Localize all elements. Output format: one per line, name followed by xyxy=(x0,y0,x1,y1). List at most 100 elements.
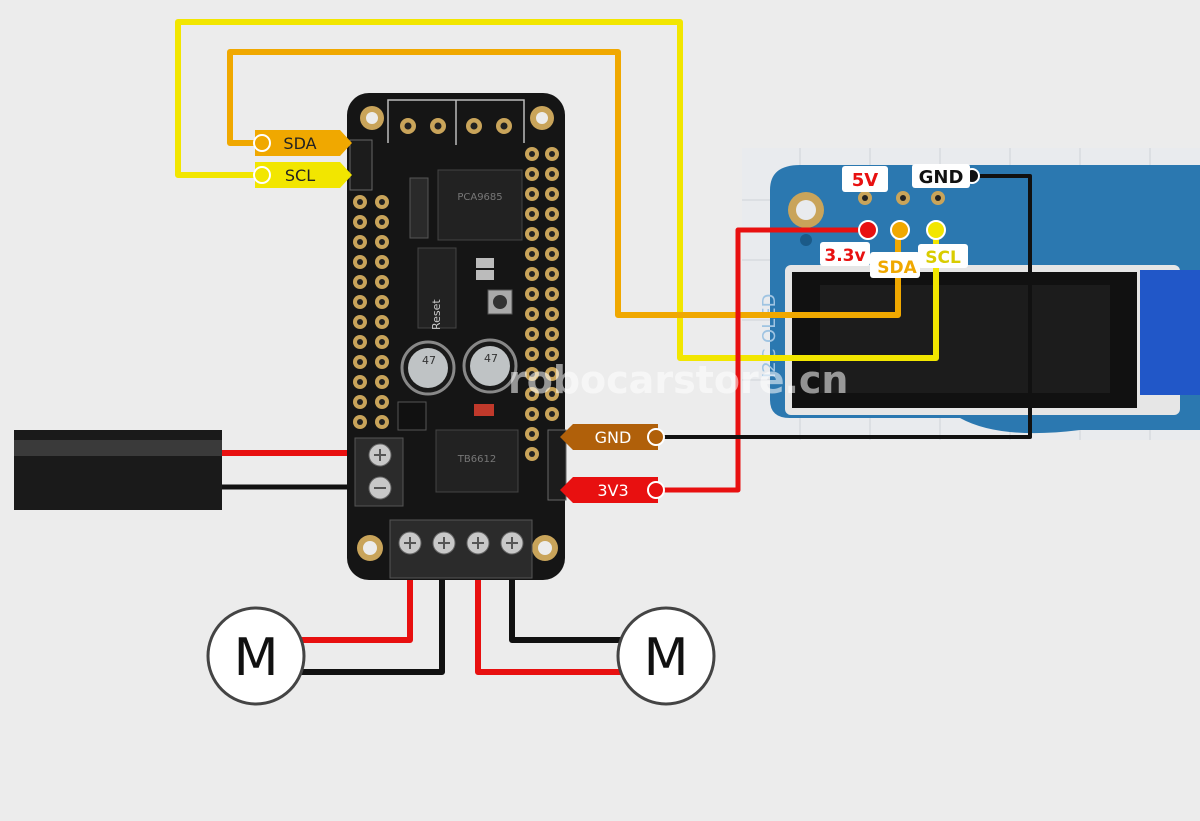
header-pin-hole xyxy=(357,219,363,225)
tag-gnd: GND xyxy=(595,428,632,447)
top-pads xyxy=(400,118,512,134)
oled-label-3v3: 3.3v xyxy=(824,246,865,266)
header-pin-hole xyxy=(549,351,555,357)
header-pin-hole xyxy=(379,299,385,305)
svg-text:47: 47 xyxy=(422,354,436,367)
oled-pin-pads xyxy=(858,191,945,205)
header-pin-hole xyxy=(379,339,385,345)
header-pin-hole xyxy=(529,371,535,377)
header-pin-hole xyxy=(529,271,535,277)
power-terminal-block xyxy=(354,437,404,507)
motor-2: M xyxy=(616,606,716,706)
header-pin-hole xyxy=(357,399,363,405)
header-pin-hole xyxy=(529,331,535,337)
header-pin-hole xyxy=(549,271,555,277)
header-pin-hole xyxy=(379,219,385,225)
tag-scl: SCL xyxy=(285,166,315,185)
capacitor-1: 47 xyxy=(400,340,456,396)
motor-terminal-block xyxy=(389,519,533,579)
power-header xyxy=(547,429,567,501)
oled-screen xyxy=(820,285,1110,393)
header-pin-hole xyxy=(529,351,535,357)
svg-text:47: 47 xyxy=(484,352,498,365)
oled-silk: I2C OLED xyxy=(759,294,780,378)
header-pin-hole xyxy=(357,359,363,365)
header-pin-hole xyxy=(529,411,535,417)
header-pin-hole xyxy=(379,259,385,265)
header-pin-hole xyxy=(357,379,363,385)
header-pin-hole xyxy=(529,231,535,237)
header-pin-hole xyxy=(357,419,363,425)
right-header-pins xyxy=(525,147,559,461)
wires xyxy=(175,19,1032,675)
v3-wire xyxy=(653,227,869,493)
header-pin-hole xyxy=(549,371,555,377)
header-pin-hole xyxy=(379,359,385,365)
header-pin-hole xyxy=(379,379,385,385)
board-pin-tags: SDA SCL GND 3V3 xyxy=(253,130,665,503)
tb6612-chip-label: TB6612 xyxy=(457,454,496,465)
header-pin-hole xyxy=(549,331,555,337)
oled-label-scl: SCL xyxy=(925,248,961,268)
regulator-chip xyxy=(417,247,457,329)
motor-1-label: M xyxy=(234,628,279,688)
motor2-black-wire xyxy=(509,575,625,643)
header-pin-hole xyxy=(357,259,363,265)
motor1-red-wire xyxy=(297,575,413,643)
header-pin-hole xyxy=(549,291,555,297)
motor1-black-wire xyxy=(297,575,445,675)
header-pin-hole xyxy=(549,411,555,417)
scl-wire xyxy=(175,19,939,361)
header-pin-hole xyxy=(357,279,363,285)
capacitor-2: 47 xyxy=(462,338,518,394)
header-pin-hole xyxy=(379,419,385,425)
oled-label-5v: 5V xyxy=(852,170,879,191)
motor-1: M xyxy=(206,606,306,706)
header-pin-hole xyxy=(357,339,363,345)
header-pin-hole xyxy=(357,299,363,305)
gnd-wire xyxy=(654,174,1032,439)
header-pin-hole xyxy=(549,151,555,157)
header-pin-hole xyxy=(379,199,385,205)
header-pin-hole xyxy=(529,171,535,177)
oled-label-gnd: GND xyxy=(919,167,964,188)
header-pin-hole xyxy=(529,311,535,317)
header-pin-hole xyxy=(549,231,555,237)
power-barrel-jack xyxy=(14,430,222,510)
header-pin-hole xyxy=(379,239,385,245)
reset-label: Reset xyxy=(430,299,443,330)
oled-ribbon xyxy=(1140,270,1200,395)
header-pin-hole xyxy=(549,391,555,397)
tag-3v3: 3V3 xyxy=(597,481,628,500)
header-pin-hole xyxy=(549,171,555,177)
oled-pin-labels: 5V GND 3.3v SDA SCL xyxy=(820,164,970,278)
sda-wire xyxy=(227,49,901,318)
motor-2-label: M xyxy=(644,628,689,688)
oled-label-sda: SDA xyxy=(877,258,917,278)
header-pin-hole xyxy=(529,211,535,217)
header-pin-hole xyxy=(357,319,363,325)
header-pin-hole xyxy=(529,151,535,157)
pca9685-chip xyxy=(437,169,523,241)
header-pin-hole xyxy=(549,211,555,217)
left-header-pins xyxy=(353,195,389,429)
header-pin-hole xyxy=(549,191,555,197)
header-pin-hole xyxy=(379,279,385,285)
tag-sda: SDA xyxy=(283,134,316,153)
header-pin-hole xyxy=(529,251,535,257)
motor2-red-wire xyxy=(475,575,625,675)
tb6612-chip xyxy=(435,429,519,493)
header-pin-hole xyxy=(529,451,535,457)
header-pin-hole xyxy=(529,291,535,297)
header-pin-hole xyxy=(357,239,363,245)
header-pin-hole xyxy=(529,191,535,197)
pca9685-chip-label: PCA9685 xyxy=(457,192,502,203)
header-pin-hole xyxy=(549,311,555,317)
header-pin-hole xyxy=(549,251,555,257)
header-pin-hole xyxy=(529,431,535,437)
header-pin-hole xyxy=(357,199,363,205)
motor-featherwing-board: PCA9685 TB6612 Reset 47 47 xyxy=(347,93,567,580)
i2c-header xyxy=(349,139,373,191)
header-pin-hole xyxy=(379,319,385,325)
header-pin-hole xyxy=(529,391,535,397)
